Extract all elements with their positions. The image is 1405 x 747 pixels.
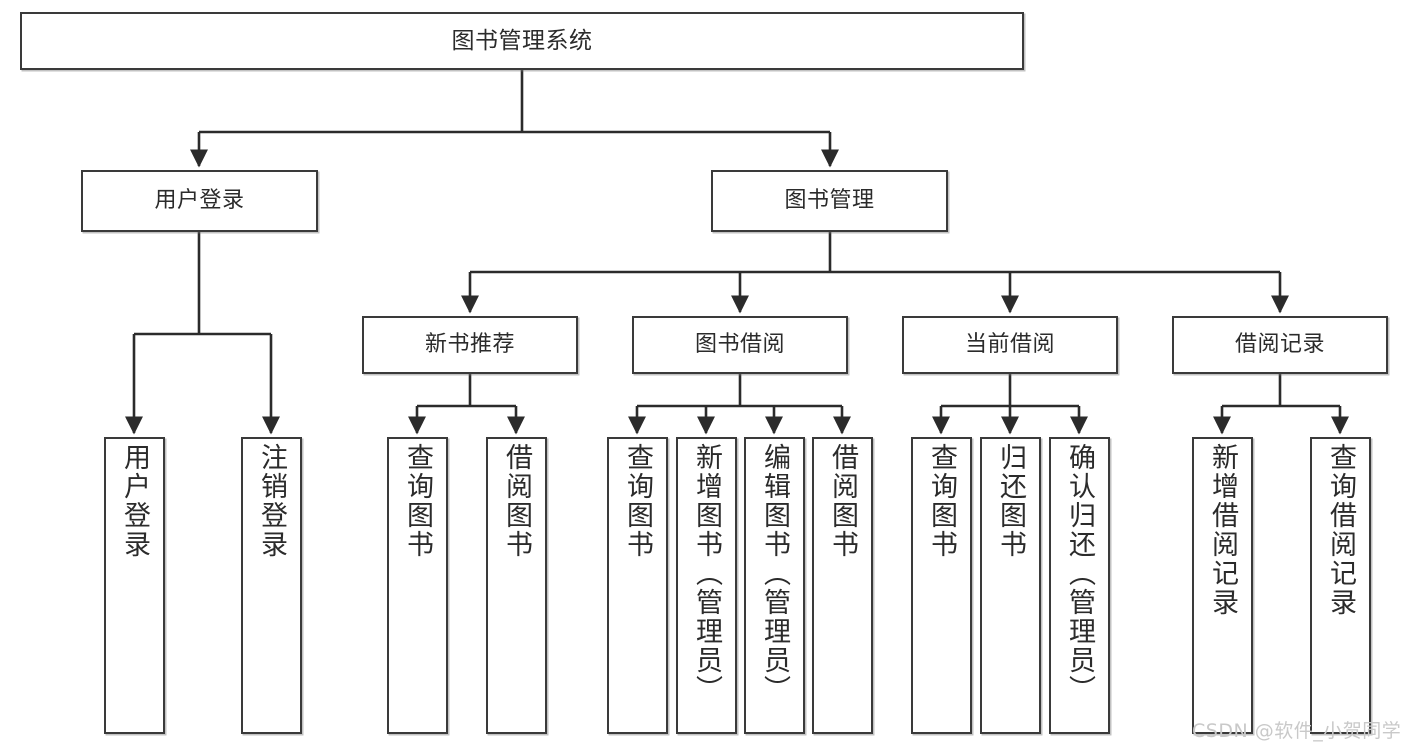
node-label: 图书管理系统 xyxy=(451,27,593,54)
node-label: 确认归还（管理员） xyxy=(1064,443,1095,704)
leaf-user-login-logout[interactable]: 注销登录 xyxy=(241,437,302,734)
node-label: 借阅图书 xyxy=(827,443,858,559)
leaf-current-borrow-query[interactable]: 查询图书 xyxy=(911,437,972,734)
node-user-login[interactable]: 用户登录 xyxy=(81,170,318,232)
node-new-book-recommend[interactable]: 新书推荐 xyxy=(362,316,578,374)
node-label: 新书推荐 xyxy=(424,332,515,358)
leaf-borrow-record-query[interactable]: 查询借阅记录 xyxy=(1310,437,1371,734)
leaf-current-borrow-return[interactable]: 归还图书 xyxy=(980,437,1041,734)
node-label: 注销登录 xyxy=(256,443,287,559)
node-label: 当前借阅 xyxy=(964,332,1055,358)
leaf-borrow-record-add[interactable]: 新增借阅记录 xyxy=(1192,437,1253,734)
leaf-book-borrow-add[interactable]: 新增图书（管理员） xyxy=(676,437,737,734)
node-label: 新增借阅记录 xyxy=(1207,443,1238,617)
node-label: 归还图书 xyxy=(995,443,1026,559)
node-label: 用户登录 xyxy=(119,443,150,559)
leaf-new-book-query[interactable]: 查询图书 xyxy=(387,437,448,734)
leaf-new-book-borrow[interactable]: 借阅图书 xyxy=(486,437,547,734)
leaf-user-login-login[interactable]: 用户登录 xyxy=(104,437,165,734)
node-label: 查询图书 xyxy=(402,443,433,559)
node-label: 借阅记录 xyxy=(1234,332,1325,358)
node-label: 用户登录 xyxy=(154,188,245,214)
node-label: 借阅图书 xyxy=(501,443,532,559)
node-label: 新增图书（管理员） xyxy=(691,443,722,704)
node-book-borrow[interactable]: 图书借阅 xyxy=(632,316,848,374)
node-current-borrow[interactable]: 当前借阅 xyxy=(902,316,1118,374)
node-label: 查询借阅记录 xyxy=(1325,443,1356,617)
node-label: 图书管理 xyxy=(784,188,875,214)
node-label: 图书借阅 xyxy=(694,332,785,358)
leaf-book-borrow-edit[interactable]: 编辑图书（管理员） xyxy=(744,437,805,734)
leaf-book-borrow-query[interactable]: 查询图书 xyxy=(607,437,668,734)
leaf-current-borrow-confirm-return[interactable]: 确认归还（管理员） xyxy=(1049,437,1110,734)
leaf-book-borrow-borrow[interactable]: 借阅图书 xyxy=(812,437,873,734)
node-label: 查询图书 xyxy=(926,443,957,559)
csdn-watermark: CSDN @软件_小贺同学 xyxy=(1192,720,1402,742)
node-label: 查询图书 xyxy=(622,443,653,559)
node-borrow-record[interactable]: 借阅记录 xyxy=(1172,316,1388,374)
node-book-management[interactable]: 图书管理 xyxy=(711,170,948,232)
node-label: 编辑图书（管理员） xyxy=(759,443,790,704)
node-root-system[interactable]: 图书管理系统 xyxy=(20,12,1024,70)
